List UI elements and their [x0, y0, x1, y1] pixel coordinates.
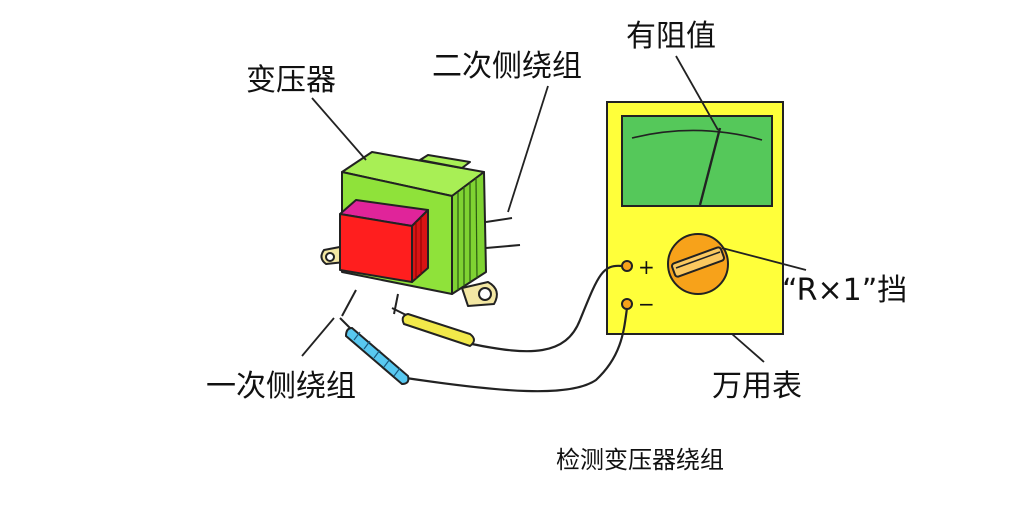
- meter-needle: [698, 127, 722, 206]
- mounting-hole-left: [325, 252, 335, 262]
- meter-scale-arc: [631, 129, 763, 141]
- minus-jack: [621, 298, 633, 310]
- label-primary-winding: 一次侧绕组: [206, 369, 356, 404]
- primary-leads: [341, 289, 399, 317]
- yellow-probe: [391, 307, 475, 348]
- black-lead-wire: [405, 307, 629, 393]
- leader-primary: [301, 317, 335, 357]
- caption: 检测变压器绕组: [556, 446, 724, 474]
- core-top-bracket: [419, 154, 471, 169]
- secondary-leads: [485, 217, 521, 249]
- leader-transformer: [311, 97, 367, 161]
- core-laminations: [457, 177, 478, 290]
- leader-lines: [301, 55, 807, 363]
- label-range-setting: “R×1”挡: [782, 273, 907, 308]
- leader-multimeter: [731, 333, 765, 363]
- label-transformer: 变压器: [246, 63, 336, 98]
- red-lead-wire: [471, 264, 623, 353]
- label-secondary-winding: 二次侧绕组: [432, 49, 582, 84]
- multimeter: [606, 101, 784, 335]
- plus-jack: [621, 260, 633, 272]
- coil-front: [339, 213, 413, 283]
- minus-sign: −: [638, 292, 655, 316]
- coil-stripes: [415, 217, 422, 279]
- transformer: [320, 151, 498, 307]
- label-multimeter: 万用表: [712, 369, 802, 404]
- leader-secondary: [507, 85, 549, 213]
- blue-probe: [339, 317, 410, 386]
- leader-resistance: [675, 55, 719, 131]
- leader-range: [721, 247, 807, 271]
- mounting-hole-right: [478, 287, 492, 301]
- plus-sign: +: [638, 255, 655, 279]
- label-has-resistance: 有阻值: [626, 19, 716, 54]
- multimeter-screen: [621, 115, 773, 207]
- core-side-face: [451, 171, 487, 295]
- test-leads: [405, 264, 629, 393]
